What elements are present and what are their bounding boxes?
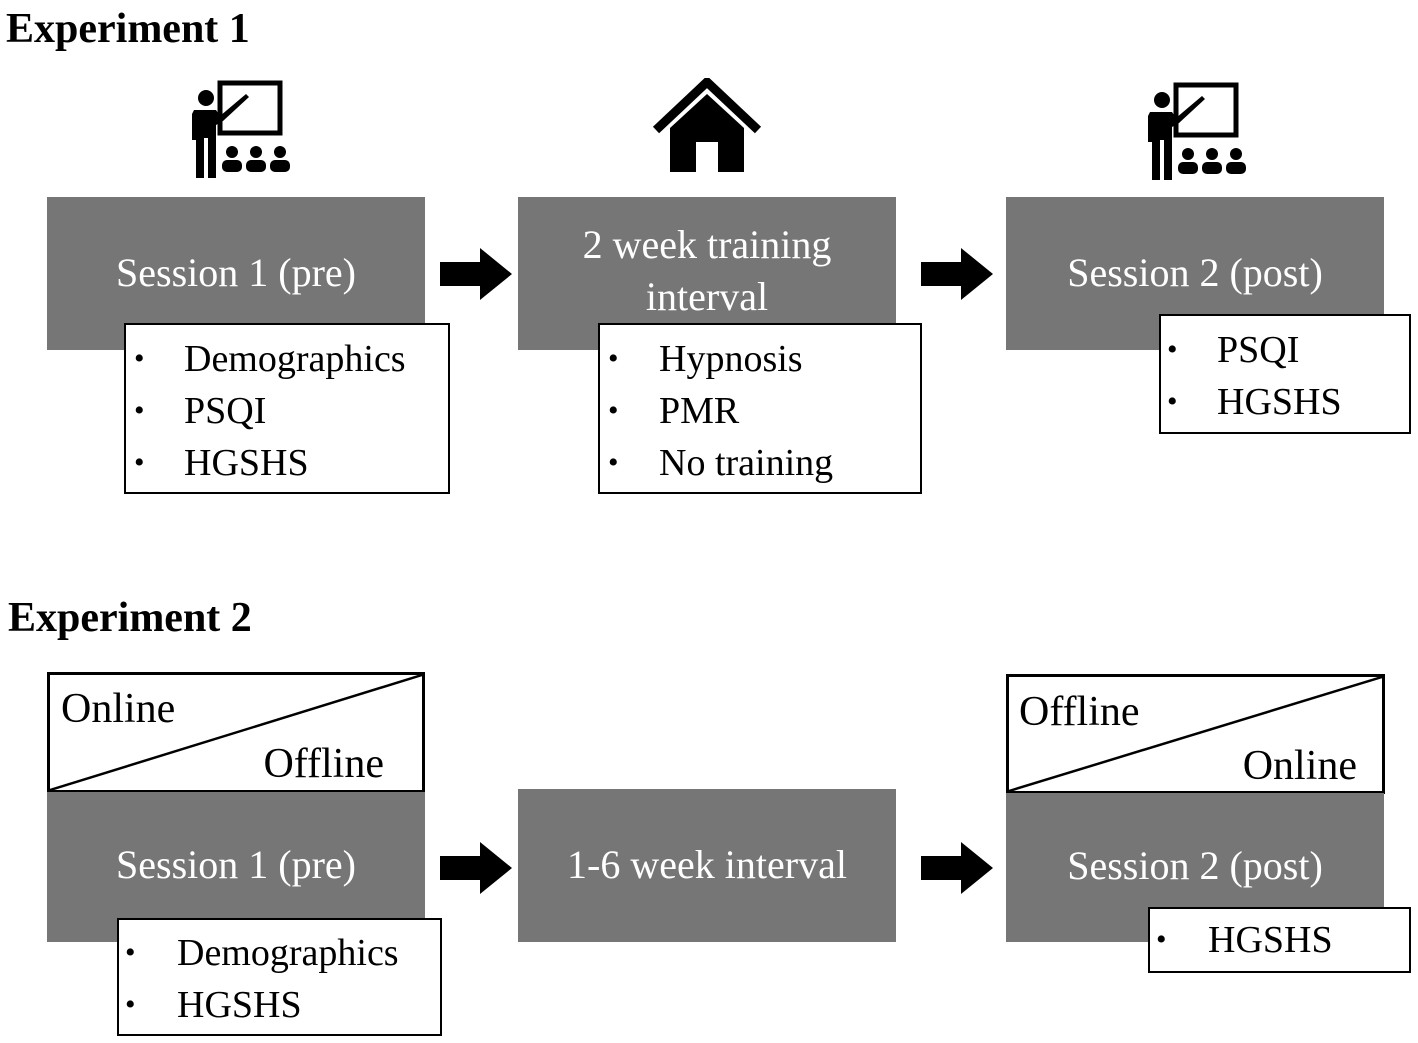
split-top-label: Online xyxy=(61,686,176,732)
diagonal-divider xyxy=(1009,677,1382,791)
right-arrow-icon xyxy=(921,842,993,894)
bullet: • xyxy=(125,936,136,969)
list-item: •PSQI xyxy=(1161,324,1409,376)
exp2-session-2-mode-box: Offline Online xyxy=(1006,674,1385,794)
exp1-session-1-measures: •Demographics •PSQI •HGSHS xyxy=(124,323,450,494)
stage-label: Session 2 (post) xyxy=(1067,842,1323,888)
experiment-1-heading: Experiment 1 xyxy=(6,6,250,52)
bullet: • xyxy=(134,446,145,479)
experiment-2-heading: Experiment 2 xyxy=(8,595,252,641)
list-item: •PMR xyxy=(600,385,920,437)
bullet: • xyxy=(608,342,619,375)
list-item: •Hypnosis xyxy=(600,333,920,385)
bullet: • xyxy=(1167,385,1178,418)
stage-label: 2 week training xyxy=(582,222,832,267)
stage-label: Session 1 (pre) xyxy=(116,842,356,887)
exp1-session-2-measures: •PSQI •HGSHS xyxy=(1159,314,1411,434)
bullet: • xyxy=(134,342,145,375)
house-icon xyxy=(652,78,762,172)
bullet: • xyxy=(125,988,136,1021)
exp2-session-1-mode-box: Online Offline xyxy=(47,672,425,793)
teacher-icon xyxy=(192,80,290,178)
right-arrow-icon xyxy=(440,248,512,300)
exp2-interval-stage: 1-6 week interval xyxy=(518,789,896,942)
exp2-session-1-measures: •Demographics •HGSHS xyxy=(117,918,442,1036)
stage-label: interval xyxy=(645,274,769,319)
list-item: •Demographics xyxy=(119,927,440,979)
list-item: •PSQI xyxy=(126,385,448,437)
bullet: • xyxy=(1167,333,1178,366)
bullet: • xyxy=(608,446,619,479)
bullet: • xyxy=(608,394,619,427)
split-bottom-label: Online xyxy=(1242,743,1357,789)
bullet: • xyxy=(134,394,145,427)
list-item: •HGSHS xyxy=(1161,376,1409,428)
list-item: •HGSHS xyxy=(119,979,440,1031)
right-arrow-icon xyxy=(921,248,993,300)
bullet: • xyxy=(1156,923,1167,956)
list-item: •HGSHS xyxy=(1150,914,1409,966)
diagonal-divider xyxy=(50,675,422,790)
list-item: •Demographics xyxy=(126,333,448,385)
list-item: •No training xyxy=(600,437,920,489)
split-top-label: Offline xyxy=(1019,689,1140,735)
exp1-training-conditions: •Hypnosis •PMR •No training xyxy=(598,323,922,494)
exp2-session-1-stage: Session 1 (pre) xyxy=(47,792,425,942)
stage-label: Session 1 (pre) xyxy=(116,249,356,295)
stage-label: Session 2 (post) xyxy=(1067,249,1323,295)
stage-label: 1-6 week interval xyxy=(567,841,847,887)
right-arrow-icon xyxy=(440,842,512,894)
list-item: •HGSHS xyxy=(126,437,448,489)
split-bottom-label: Offline xyxy=(263,741,384,787)
exp2-session-2-measures: •HGSHS xyxy=(1148,907,1411,973)
teacher-icon xyxy=(1148,82,1246,180)
